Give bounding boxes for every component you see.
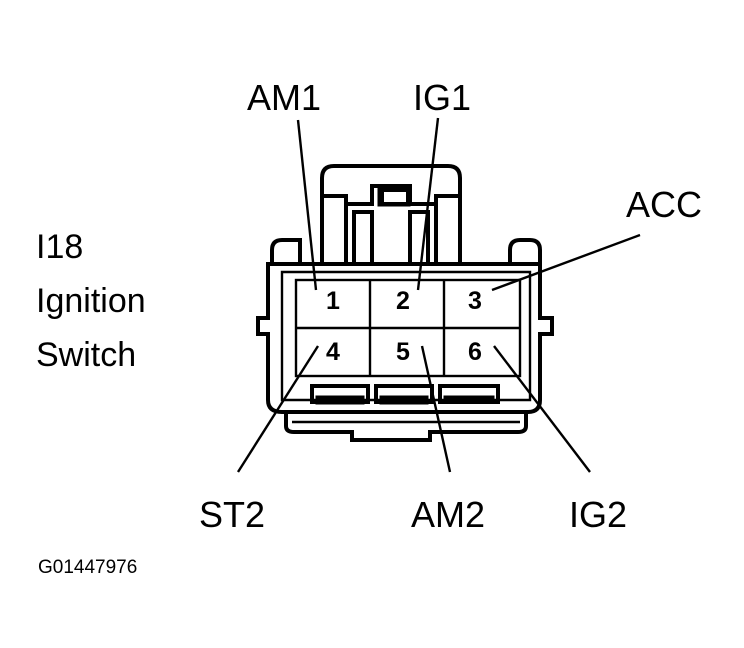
leader-lines [236,117,641,473]
leader-acc [491,233,641,292]
component-name-line2: Switch [36,336,136,374]
terminal-label-am1: AM1 [247,77,321,118]
component-name-line1: Ignition [36,282,146,320]
leader-am1 [296,119,318,291]
component-id: I18 [36,228,83,266]
pin-2-number: 2 [396,287,410,315]
terminal-label-ig2: IG2 [569,494,627,535]
pin-3-number: 3 [468,287,482,315]
terminal-label-st2: ST2 [199,494,265,535]
terminal-label-am2: AM2 [411,494,485,535]
leader-ig2 [493,345,591,473]
leader-am2 [420,345,452,473]
leader-ig1 [416,117,440,291]
pin-1-number: 1 [326,287,340,315]
figure-code: G01447976 [38,557,137,578]
pin-5-number: 5 [396,338,410,366]
pin-numbers: 1 2 3 4 5 6 [326,287,482,366]
terminal-label-ig1: IG1 [413,77,471,118]
terminal-label-acc: ACC [626,184,702,225]
pin-4-number: 4 [326,338,340,366]
terminal-labels: AM1 IG1 ACC ST2 AM2 IG2 [199,77,702,535]
connector-housing [256,164,554,442]
leader-st2 [236,345,320,473]
pin-6-number: 6 [468,338,482,366]
component-label: I18 Ignition Switch [36,228,146,374]
